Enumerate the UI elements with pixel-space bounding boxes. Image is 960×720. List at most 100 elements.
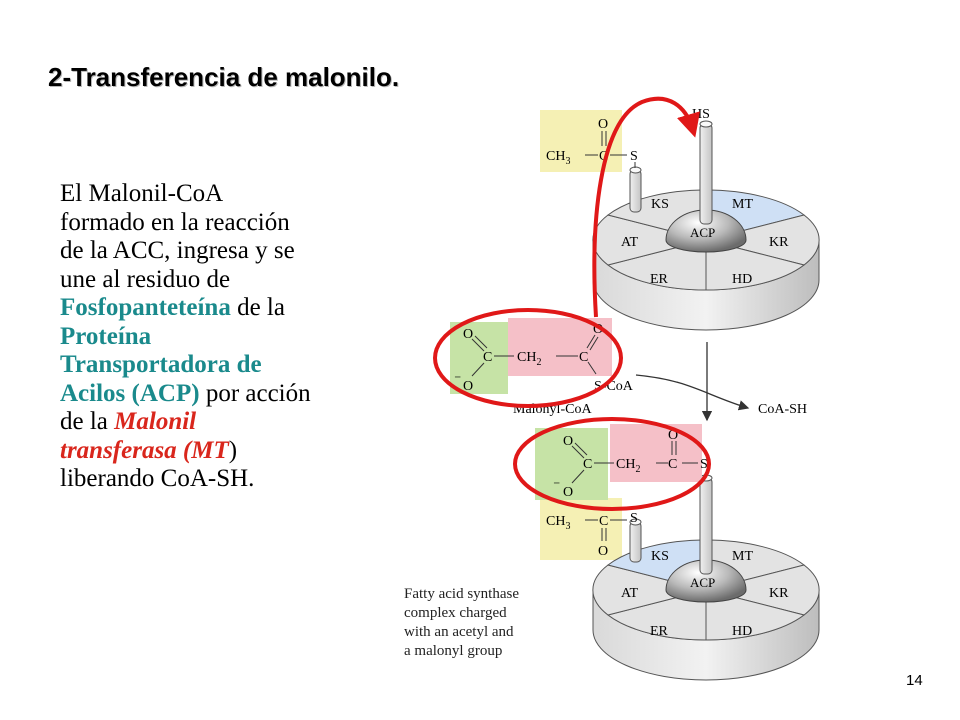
- term-proteina: Proteína: [60, 322, 152, 350]
- acetyl-b-ch3: CH3: [546, 514, 570, 532]
- intro-line-1: El Malonil-CoA: [60, 180, 224, 207]
- top-fas-complex: HS CH3 C S O KS MT AT KR ER HD ACP: [540, 107, 820, 331]
- seg-at-label: AT: [621, 235, 639, 250]
- mal-b-o-minus: ⁻: [553, 479, 560, 494]
- mal-b-o-right: O: [668, 428, 678, 443]
- page-number: 14: [906, 672, 923, 689]
- acetyl-highlight: [540, 110, 622, 172]
- intro-line-4: une al residuo de: [60, 265, 231, 293]
- seg-b-kr-label: KR: [769, 586, 789, 601]
- segment-kr-b: [705, 564, 820, 616]
- acetyl-o: O: [598, 117, 608, 132]
- ks-stem-top-b: [629, 518, 642, 526]
- slide-title: 2-Transferencia de malonilo.: [48, 62, 400, 92]
- mal-o-right: O: [593, 322, 603, 337]
- seg-er-label: ER: [650, 272, 669, 287]
- acetyl-b-ch3-sub: 3: [565, 521, 570, 532]
- intro-line-2: formado en la reacción: [60, 208, 290, 236]
- seg-b-hd-label: HD: [732, 624, 752, 639]
- caption-line-3: with an acetyl and: [404, 624, 514, 640]
- seg-kr-label: KR: [769, 235, 789, 250]
- malonyl-green-highlight: [450, 322, 508, 394]
- mal-b-bond-o-top-a: [571, 445, 585, 459]
- mal-c1: C: [483, 350, 492, 365]
- mal-scoa: S-CoA: [594, 379, 634, 394]
- acetyl-b-o: O: [598, 544, 608, 559]
- acetyl-c: C: [599, 149, 608, 164]
- segment-er: [606, 239, 707, 291]
- acetyl-s: S: [630, 149, 638, 164]
- mal-bond-c-o-a: [586, 334, 596, 349]
- mal-b-s: S: [700, 457, 708, 472]
- segment-hd-b: [705, 589, 806, 641]
- text-de-la-2: de la: [60, 408, 115, 435]
- segment-hd: [705, 239, 806, 291]
- hs-label: HS: [692, 107, 710, 122]
- caption-line-2: complex charged: [404, 605, 507, 621]
- acetyl-b-c: C: [599, 514, 608, 529]
- mal-bond-c-o-b: [589, 336, 599, 351]
- seg-ks-label: KS: [651, 197, 669, 212]
- bottom-fas-complex: O ⁻ O C CH2 C O S CH3 C S O KS MT AT KR …: [535, 424, 820, 681]
- mal-o-top: O: [463, 327, 473, 342]
- caption-line-4: a malonyl group: [404, 643, 502, 659]
- body-paragraph: El Malonil-CoA formado en la reacción de…: [60, 180, 390, 494]
- seg-b-at-label: AT: [621, 586, 639, 601]
- acp-stem: [699, 123, 713, 225]
- seg-hd-label: HD: [732, 272, 752, 287]
- text-de-la: de la: [230, 294, 285, 321]
- segment-kr: [705, 214, 820, 266]
- mal-bond-c-s: [587, 361, 597, 375]
- mal-ch2-text: CH: [517, 350, 536, 365]
- mal-b-bond-o-bottom: [571, 469, 585, 484]
- term-transportadora: Transportadora de: [60, 351, 262, 378]
- ks-stem: [629, 169, 642, 213]
- malonyl-pink-highlight: [508, 318, 612, 376]
- acp-dome-bottom: [665, 559, 747, 603]
- segment-er-b: [606, 589, 707, 641]
- mal-b-bond-o-top-b: [574, 442, 588, 456]
- red-highlight-ellipse-bottom: [513, 417, 711, 511]
- mal-c2: C: [579, 350, 588, 365]
- seg-mt-label: MT: [732, 197, 753, 212]
- fatty-acid-synthase-diagram: HS CH3 C S O KS MT AT KR ER HD ACP O: [404, 96, 820, 681]
- mal-o-bottom: O: [463, 379, 473, 394]
- mal-b-o-bottom: O: [563, 485, 573, 500]
- mal-b-o-top: O: [563, 434, 573, 449]
- acp-stem-bottom: [699, 477, 713, 575]
- intro-line-3: de la ACC, ingresa y se: [60, 237, 295, 264]
- ks-stem-bottom: [629, 521, 642, 563]
- acetyl-b-s: S: [630, 511, 638, 526]
- malonyl-pink-highlight-b: [610, 424, 702, 482]
- acetyl-ch3: CH3: [546, 149, 570, 167]
- acp-label: ACP: [690, 225, 715, 240]
- segment-at-b: [592, 564, 707, 616]
- red-curved-arrow: [592, 96, 701, 318]
- text-paren-close: ): [228, 436, 238, 464]
- mal-b-ch2: CH2: [616, 457, 640, 475]
- text-por-accion: por acción: [199, 379, 311, 407]
- term-malonil: Malonil: [114, 408, 197, 435]
- mal-bond-o-top-a: [471, 338, 485, 352]
- seg-b-ks-label: KS: [651, 549, 669, 564]
- mal-b-c2: C: [668, 457, 677, 472]
- figure-caption: Fatty acid synthase complex charged with…: [404, 586, 519, 659]
- mal-ch2: CH2: [517, 350, 541, 368]
- mal-o-minus: ⁻: [454, 373, 461, 388]
- mal-b-ch2-sub: 2: [635, 464, 640, 475]
- acetyl-b-ch3-text: CH: [546, 514, 565, 529]
- seg-b-er-label: ER: [650, 624, 669, 639]
- acetyl-ch3-text: CH: [546, 149, 565, 164]
- seg-b-mt-label: MT: [732, 549, 753, 564]
- mal-b-ch2-text: CH: [616, 457, 635, 472]
- malonyl-green-highlight-b: [535, 428, 608, 500]
- caption-line-1: Fatty acid synthase: [404, 586, 519, 602]
- acp-dome: [665, 209, 747, 253]
- mal-ch2-sub: 2: [536, 357, 541, 368]
- term-acilos-acp: Acilos (ACP): [60, 379, 200, 407]
- acetyl-ch3-sub: 3: [565, 156, 570, 167]
- mal-bond-o-bottom: [471, 362, 485, 377]
- mal-bond-o-top-b: [474, 335, 488, 349]
- malonyl-coa-group: O ⁻ O C CH2 C O S-CoA Malonyl-CoA CoA-SH: [450, 318, 807, 422]
